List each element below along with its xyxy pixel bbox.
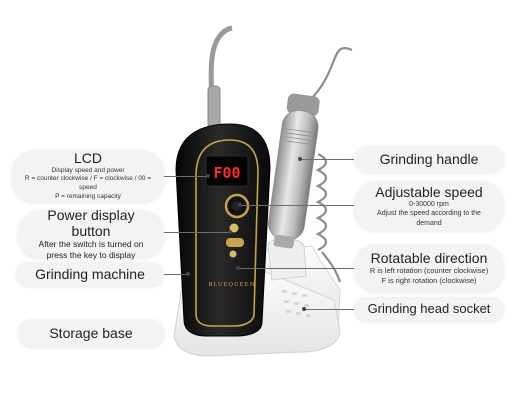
connector-lcd [164, 176, 208, 177]
connector-head-socket [304, 309, 354, 310]
connector-dot [298, 157, 302, 161]
connector-adjustable-speed [240, 205, 354, 206]
callout-power-button-title: Power display button [47, 206, 135, 239]
connector-grinding-handle [300, 159, 354, 160]
callout-adjustable-speed-title: Adjustable speed [375, 183, 483, 200]
callout-power-button-line: press the key to display [46, 250, 136, 261]
callout-grinding-machine: Grinding machine [16, 262, 164, 286]
callout-power-button-line: After the switch is turned on [38, 239, 144, 250]
brand-label: BLUEQUEEN [208, 282, 255, 288]
connector-dot [186, 272, 190, 276]
callout-rotatable-direction: Rotatable direction R is left rotation (… [354, 244, 504, 292]
connector-dot [228, 230, 232, 234]
connector-dot [206, 174, 210, 178]
callout-lcd-title: LCD [73, 150, 102, 167]
coiled-cable [309, 47, 353, 283]
head-socket-holes [282, 290, 311, 317]
connector-power-button [164, 232, 230, 233]
callout-storage-base: Storage base [18, 319, 164, 347]
callout-lcd-line: P = remaining capacity [55, 192, 121, 200]
lcd-display-text: F00 [213, 164, 240, 182]
callout-grinding-handle-title: Grinding handle [379, 150, 479, 167]
direction-switch [226, 238, 244, 247]
callout-rotatable-direction-line: F is right rotation (clockwise) [381, 276, 477, 286]
callout-lcd-line: Display speed and power [51, 166, 125, 174]
connector-dot [236, 266, 240, 270]
callout-head-socket: Grinding head socket [354, 297, 504, 321]
connector-dot [238, 203, 242, 207]
connector-rotatable-direction [238, 268, 354, 269]
grinding-machine-body: F00 BLUEQUEEN [175, 123, 271, 337]
callout-grinding-machine-title: Grinding machine [35, 265, 145, 282]
callout-grinding-handle: Grinding handle [354, 146, 504, 172]
callout-rotatable-direction-title: Rotatable direction [370, 249, 488, 266]
callout-head-socket-title: Grinding head socket [367, 300, 491, 316]
cable-plug [207, 85, 221, 129]
lcd-screen [205, 155, 249, 187]
callout-adjustable-speed: Adjustable speed 0-30000 rpm Adjust the … [354, 181, 504, 231]
callout-lcd: LCD Display speed and power R = counter … [12, 150, 164, 202]
callout-power-button: Power display button After the switch is… [18, 206, 164, 261]
connector-dot [302, 307, 306, 311]
callout-lcd-line: R = counter clockwise / F = clockwise / … [24, 175, 152, 192]
callout-rotatable-direction-line: R is left rotation (counter clockwise) [369, 265, 489, 275]
callout-adjustable-speed-line: Adjust the speed according to the demand [377, 210, 481, 227]
connector-grinding-machine [164, 274, 188, 275]
grinding-handle [268, 93, 320, 249]
callout-storage-base-title: Storage base [49, 324, 133, 341]
callout-adjustable-speed-line: 0-30000 rpm [409, 200, 449, 208]
